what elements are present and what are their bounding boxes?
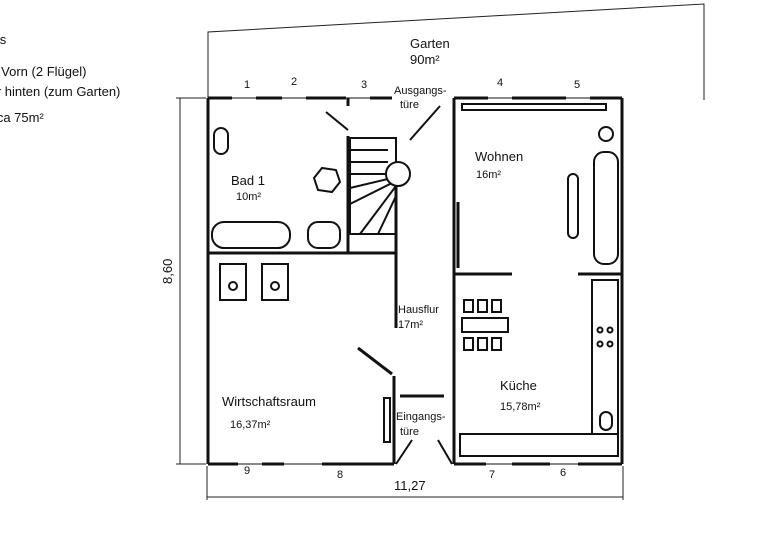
kitchen-sink-icon (599, 411, 613, 431)
window-number-9: 9 (244, 465, 250, 477)
wall-shelf-icon (461, 103, 607, 111)
room-wirtschaftsraum-area: 16,37m² (230, 419, 271, 431)
exit-door-label-2: türe (400, 99, 419, 111)
entrance-door-leaf-left (395, 439, 413, 465)
legend-line-1: oss (0, 32, 7, 47)
toilet-icon (307, 221, 341, 249)
entrance-door-leaf-right (437, 439, 453, 465)
stove-burner-icon (596, 326, 604, 334)
kitchen-fixtures (459, 279, 619, 457)
room-wohnen-area: 16m² (476, 169, 501, 181)
window-number-6: 6 (560, 467, 566, 479)
window-number-2: 2 (291, 76, 297, 88)
window-number-7: 7 (489, 469, 495, 481)
legend: oss ür Vorn (2 Flügel) tür hinten (zum G… (0, 30, 120, 128)
exit-door-leaf (409, 105, 441, 141)
room-hausflur-name: Hausflur (398, 304, 439, 316)
window-number-1: 1 (244, 79, 250, 91)
legend-line-2: ür Vorn (2 Flügel) (0, 64, 87, 79)
entrance-door-label-1: Eingangs- (396, 411, 446, 423)
window-panes (232, 97, 590, 465)
dining-table-icon (461, 317, 509, 333)
shower-icon (312, 166, 342, 194)
height-dimension: 8,60 (160, 259, 175, 284)
legend-line-3: tür hinten (zum Garten) (0, 84, 121, 99)
window-number-4: 4 (497, 77, 503, 89)
garden-area: 90m² (410, 52, 440, 67)
living-fixtures (461, 103, 619, 265)
doors (325, 105, 453, 465)
bathroom-fixtures (211, 127, 342, 249)
table-icon (567, 173, 579, 239)
room-wirtschaftsraum-name: Wirtschaftsraum (222, 394, 316, 409)
window-number-8: 8 (337, 469, 343, 481)
entrance-door-label-2: türe (400, 426, 419, 438)
garden-label: Garten (410, 36, 450, 51)
room-bad-name: Bad 1 (231, 173, 265, 188)
kitchen-counter-bottom-icon (459, 433, 619, 457)
exterior-walls (206, 96, 624, 466)
sofa-icon (593, 151, 619, 265)
interior-walls (208, 98, 622, 464)
utility-fixtures (219, 263, 391, 443)
legend-line-4: e ca 75m² (0, 110, 44, 125)
bath-door-leaf (325, 111, 349, 131)
exit-door-label-1: Ausgangs- (394, 85, 447, 97)
garden-boundary (207, 3, 705, 100)
bathtub-icon (211, 221, 291, 249)
lamp-icon (598, 126, 614, 142)
staircase (349, 137, 411, 235)
room-kueche-area: 15,78m² (500, 401, 541, 413)
sink-icon (213, 127, 229, 155)
window-number-3: 3 (361, 79, 367, 91)
utility-door-icon (383, 397, 391, 443)
room-bad-area: 10m² (236, 191, 261, 203)
room-kueche-name: Küche (500, 378, 537, 393)
room-wohnen-name: Wohnen (475, 149, 523, 164)
window-number-5: 5 (574, 79, 580, 91)
room-hausflur-area: 17m² (398, 319, 423, 331)
width-dimension: 11,27 (394, 478, 426, 493)
chair-icon (463, 299, 474, 313)
dimension-lines (176, 97, 624, 500)
